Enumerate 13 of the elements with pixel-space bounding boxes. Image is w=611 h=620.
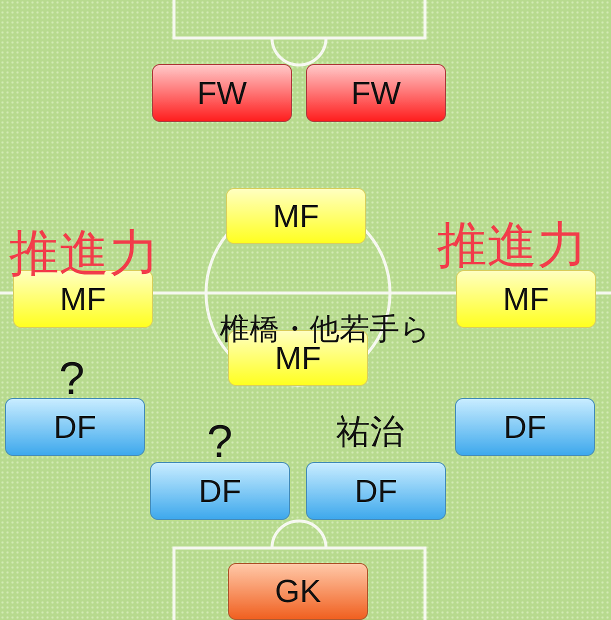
position-box: MF <box>226 188 366 244</box>
player-note: 祐治 <box>336 415 404 449</box>
position-box: FW <box>306 64 446 122</box>
position-box: FW <box>152 64 292 122</box>
question-mark: ? <box>207 418 233 464</box>
position-box: DF <box>306 462 446 520</box>
position-box: DF <box>150 462 290 520</box>
position-box: MF <box>456 270 596 328</box>
position-box: DF <box>5 398 145 456</box>
position-box: DF <box>455 398 595 456</box>
annotation-text: 推進力 <box>437 220 587 270</box>
question-mark: ? <box>59 355 85 401</box>
position-box: GK <box>228 563 368 620</box>
